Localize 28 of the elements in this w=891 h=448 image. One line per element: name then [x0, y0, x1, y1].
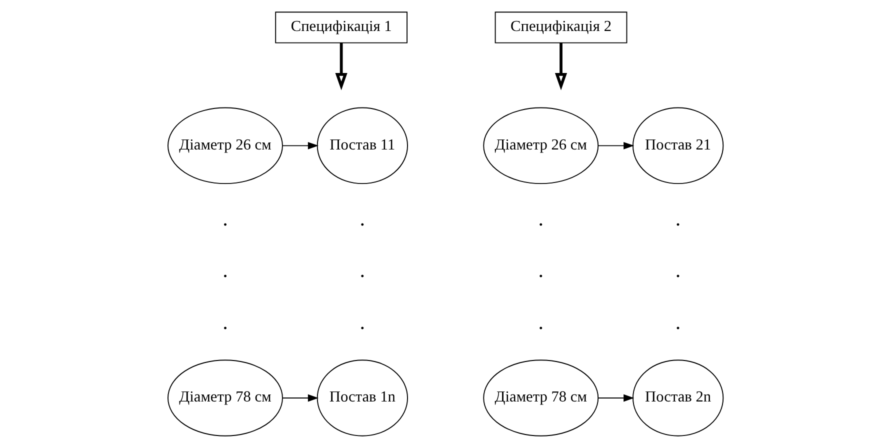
label: . [360, 310, 366, 334]
label: . [222, 310, 228, 334]
arrow [335, 42, 348, 90]
arrow [598, 142, 634, 150]
node-ellipse: Діаметр 78 см [168, 360, 283, 436]
label: . [538, 258, 544, 282]
node-ellipse: Постав 21 [632, 107, 724, 184]
node-ellipse: Діаметр 26 см [168, 107, 283, 184]
node-ellipse: Постав 2n [632, 360, 724, 436]
node-ellipse: Постав 11 [316, 107, 408, 184]
arrow [282, 394, 318, 402]
node-box: Специфікація 1 [275, 12, 408, 44]
node-ellipse: Діаметр 78 см [483, 360, 599, 436]
label: . [538, 310, 544, 334]
label: . [222, 258, 228, 282]
node-box: Специфікація 2 [494, 12, 628, 44]
arrow [598, 394, 634, 402]
arrow [282, 142, 318, 150]
label: . [360, 258, 366, 282]
node-ellipse: Постав 1n [316, 360, 408, 436]
label: . [538, 206, 544, 230]
label: . [675, 206, 681, 230]
arrow [554, 42, 568, 90]
label: . [675, 310, 681, 334]
label: . [675, 258, 681, 282]
node-ellipse: Діаметр 26 см [483, 107, 599, 184]
label: . [360, 206, 366, 230]
label: . [222, 206, 228, 230]
